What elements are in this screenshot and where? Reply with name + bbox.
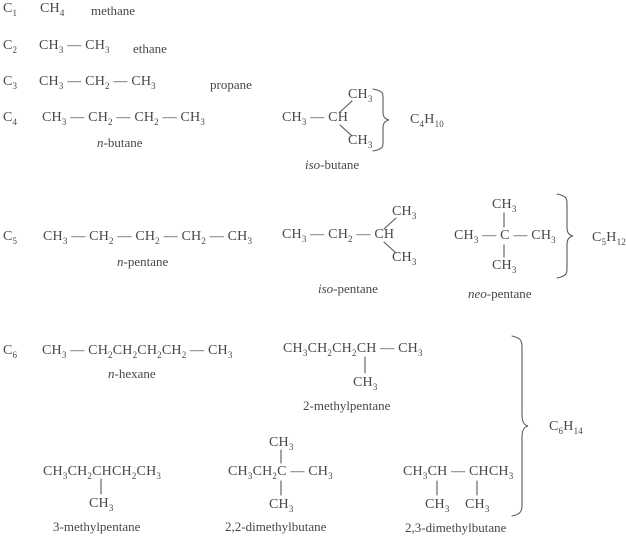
isobutane-name: iso-butane [305, 157, 360, 172]
row-index-c2: C2 [3, 38, 18, 55]
neopentane-name: neo-pentane [468, 286, 532, 301]
isopentane-lower-methyl: CH3 [392, 250, 417, 267]
isopentane-chain: CH3 — CH2 — CH [282, 227, 395, 244]
22-dimethylbutane-chain: CH3CH2C — CH3 [228, 464, 333, 481]
n-pentane-formula: CH3 — CH2 — CH2 — CH2 — CH3 [43, 229, 253, 246]
n-butane-name: n-butane [97, 135, 143, 150]
c5-group-formula: C5H12 [592, 230, 626, 247]
23-dimethylbutane-right-methyl: CH3 [465, 497, 490, 514]
neopentane-chain: CH3 — C — CH3 [454, 228, 556, 245]
isobutane-upper-methyl: CH3 [348, 87, 373, 104]
22-dimethylbutane-name: 2,2-dimethylbutane [225, 519, 327, 534]
ethane-formula: CH3 — CH3 [39, 38, 110, 55]
n-butane-formula: CH3 — CH2 — CH2 — CH3 [42, 110, 206, 127]
methane-name: methane [91, 3, 136, 18]
propane-formula: CH3 — CH2 — CH3 [39, 74, 156, 91]
isopentane-name: iso-pentane [318, 281, 378, 296]
ethane-name: ethane [133, 41, 167, 56]
2-methylpentane-name: 2-methylpentane [303, 398, 391, 413]
propane-name: propane [210, 77, 252, 92]
c5-group-brace [556, 193, 574, 279]
3-methylpentane-chain: CH3CH2CHCH2CH3 [43, 464, 162, 481]
c4-group-brace [372, 88, 390, 152]
isobutane-chain: CH3 — CH [282, 110, 349, 127]
2-methylpentane-methyl: CH3 [353, 375, 378, 392]
n-hexane-formula: CH3 — CH2CH2CH2CH2 — CH3 [42, 343, 233, 360]
3-methylpentane-name: 3-methylpentane [53, 519, 141, 534]
methane-formula: CH4 [40, 1, 65, 18]
23-dimethylbutane-left-methyl: CH3 [425, 497, 450, 514]
c6-group-brace [511, 335, 529, 517]
c6-group-formula: C6H14 [549, 419, 583, 436]
row-index-c6: C6 [3, 343, 18, 360]
23-dimethylbutane-name: 2,3-dimethylbutane [405, 520, 507, 535]
isopentane-upper-methyl: CH3 [392, 204, 417, 221]
22-dimethylbutane-upper-methyl: CH3 [269, 435, 294, 452]
row-index-c1: C1 [3, 1, 18, 18]
row-index-c5: C5 [3, 229, 18, 246]
c4-group-formula: C4H10 [410, 112, 444, 129]
row-index-c4: C4 [3, 110, 18, 127]
2-methylpentane-chain: CH3CH2CH2CH — CH3 [283, 341, 423, 358]
isobutane-lower-methyl: CH3 [348, 133, 373, 150]
neopentane-upper-methyl: CH3 [492, 197, 517, 214]
3-methylpentane-methyl: CH3 [89, 496, 114, 513]
n-hexane-name: n-hexane [108, 366, 156, 381]
22-dimethylbutane-lower-methyl: CH3 [269, 497, 294, 514]
neopentane-lower-methyl: CH3 [492, 258, 517, 275]
23-dimethylbutane-chain: CH3CH — CHCH3 [403, 464, 514, 481]
n-pentane-name: n-pentane [117, 254, 169, 269]
row-index-c3: C3 [3, 74, 18, 91]
